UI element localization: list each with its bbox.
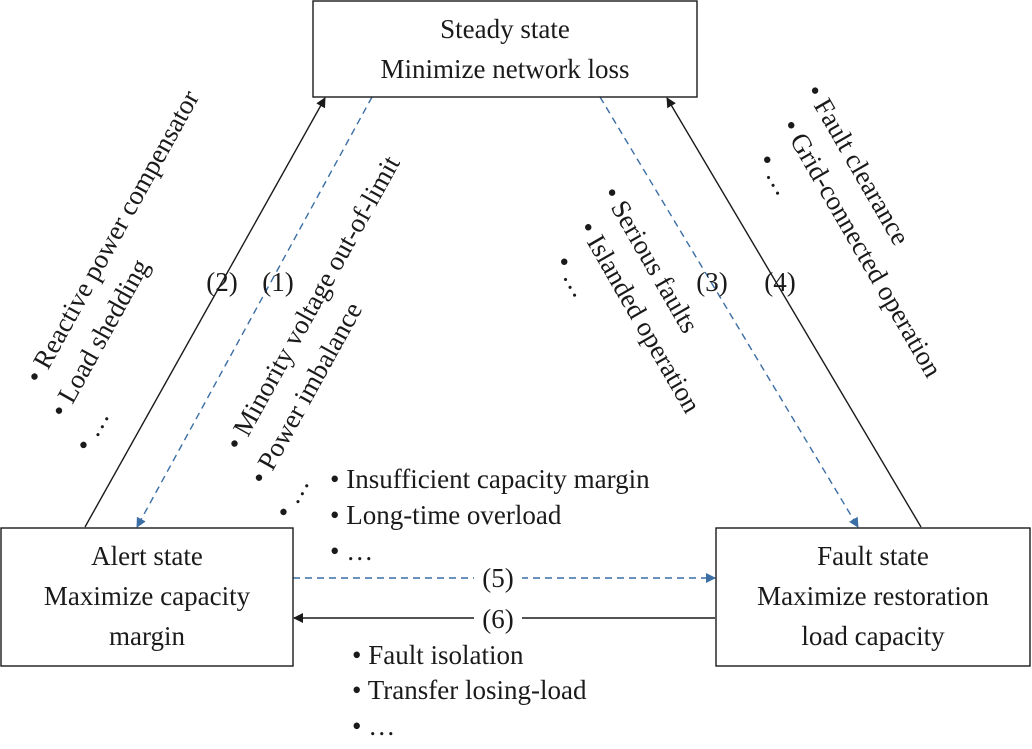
conditions-list-4: • Fault clearance • Grid-connected opera… <box>752 79 949 383</box>
arrow-fault-to-steady <box>666 97 922 528</box>
list-item: • Transfer losing-load <box>352 675 587 705</box>
list-item: • Insufficient capacity margin <box>330 464 650 494</box>
list-item: • Long-time overload <box>330 500 562 530</box>
transition-label-4: (4) <box>764 267 795 297</box>
list-item: • Fault isolation <box>352 640 524 670</box>
arrow-alert-to-steady <box>84 97 326 528</box>
transition-label-5: (5) <box>482 563 513 593</box>
alert-state-objective-cont: margin <box>109 621 185 651</box>
list-item: • … <box>330 536 373 566</box>
fault-state-box: Fault state Maximize restoration load ca… <box>715 527 1031 667</box>
conditions-list-5: • Insufficient capacity margin • Long-ti… <box>330 464 650 566</box>
alert-state-objective: Maximize capacity <box>44 581 251 611</box>
conditions-list-3: • Serious faults • Islanded operation • … <box>549 181 707 418</box>
transition-label-6: (6) <box>482 604 513 634</box>
alert-state-title: Alert state <box>91 541 203 571</box>
fault-state-objective: Maximize restoration <box>757 581 989 611</box>
alert-state-box: Alert state Maximize capacity margin <box>0 527 294 667</box>
steady-state-objective: Minimize network loss <box>381 54 630 84</box>
conditions-list-6: • Fault isolation • Transfer losing-load… <box>352 640 587 741</box>
list-item: • … <box>352 711 395 741</box>
fault-state-title: Fault state <box>817 541 929 571</box>
steady-state-title: Steady state <box>440 14 570 44</box>
transition-label-3: (3) <box>696 267 727 297</box>
steady-state-box: Steady state Minimize network loss <box>312 0 698 98</box>
transition-label-2: (2) <box>206 267 237 297</box>
transition-label-1: (1) <box>262 267 293 297</box>
transition-label-6-group: (6) <box>474 602 522 634</box>
fault-state-objective-cont: load capacity <box>801 621 945 651</box>
arrow-steady-to-alert <box>136 96 373 528</box>
transition-label-5-group: (5) <box>474 560 522 593</box>
